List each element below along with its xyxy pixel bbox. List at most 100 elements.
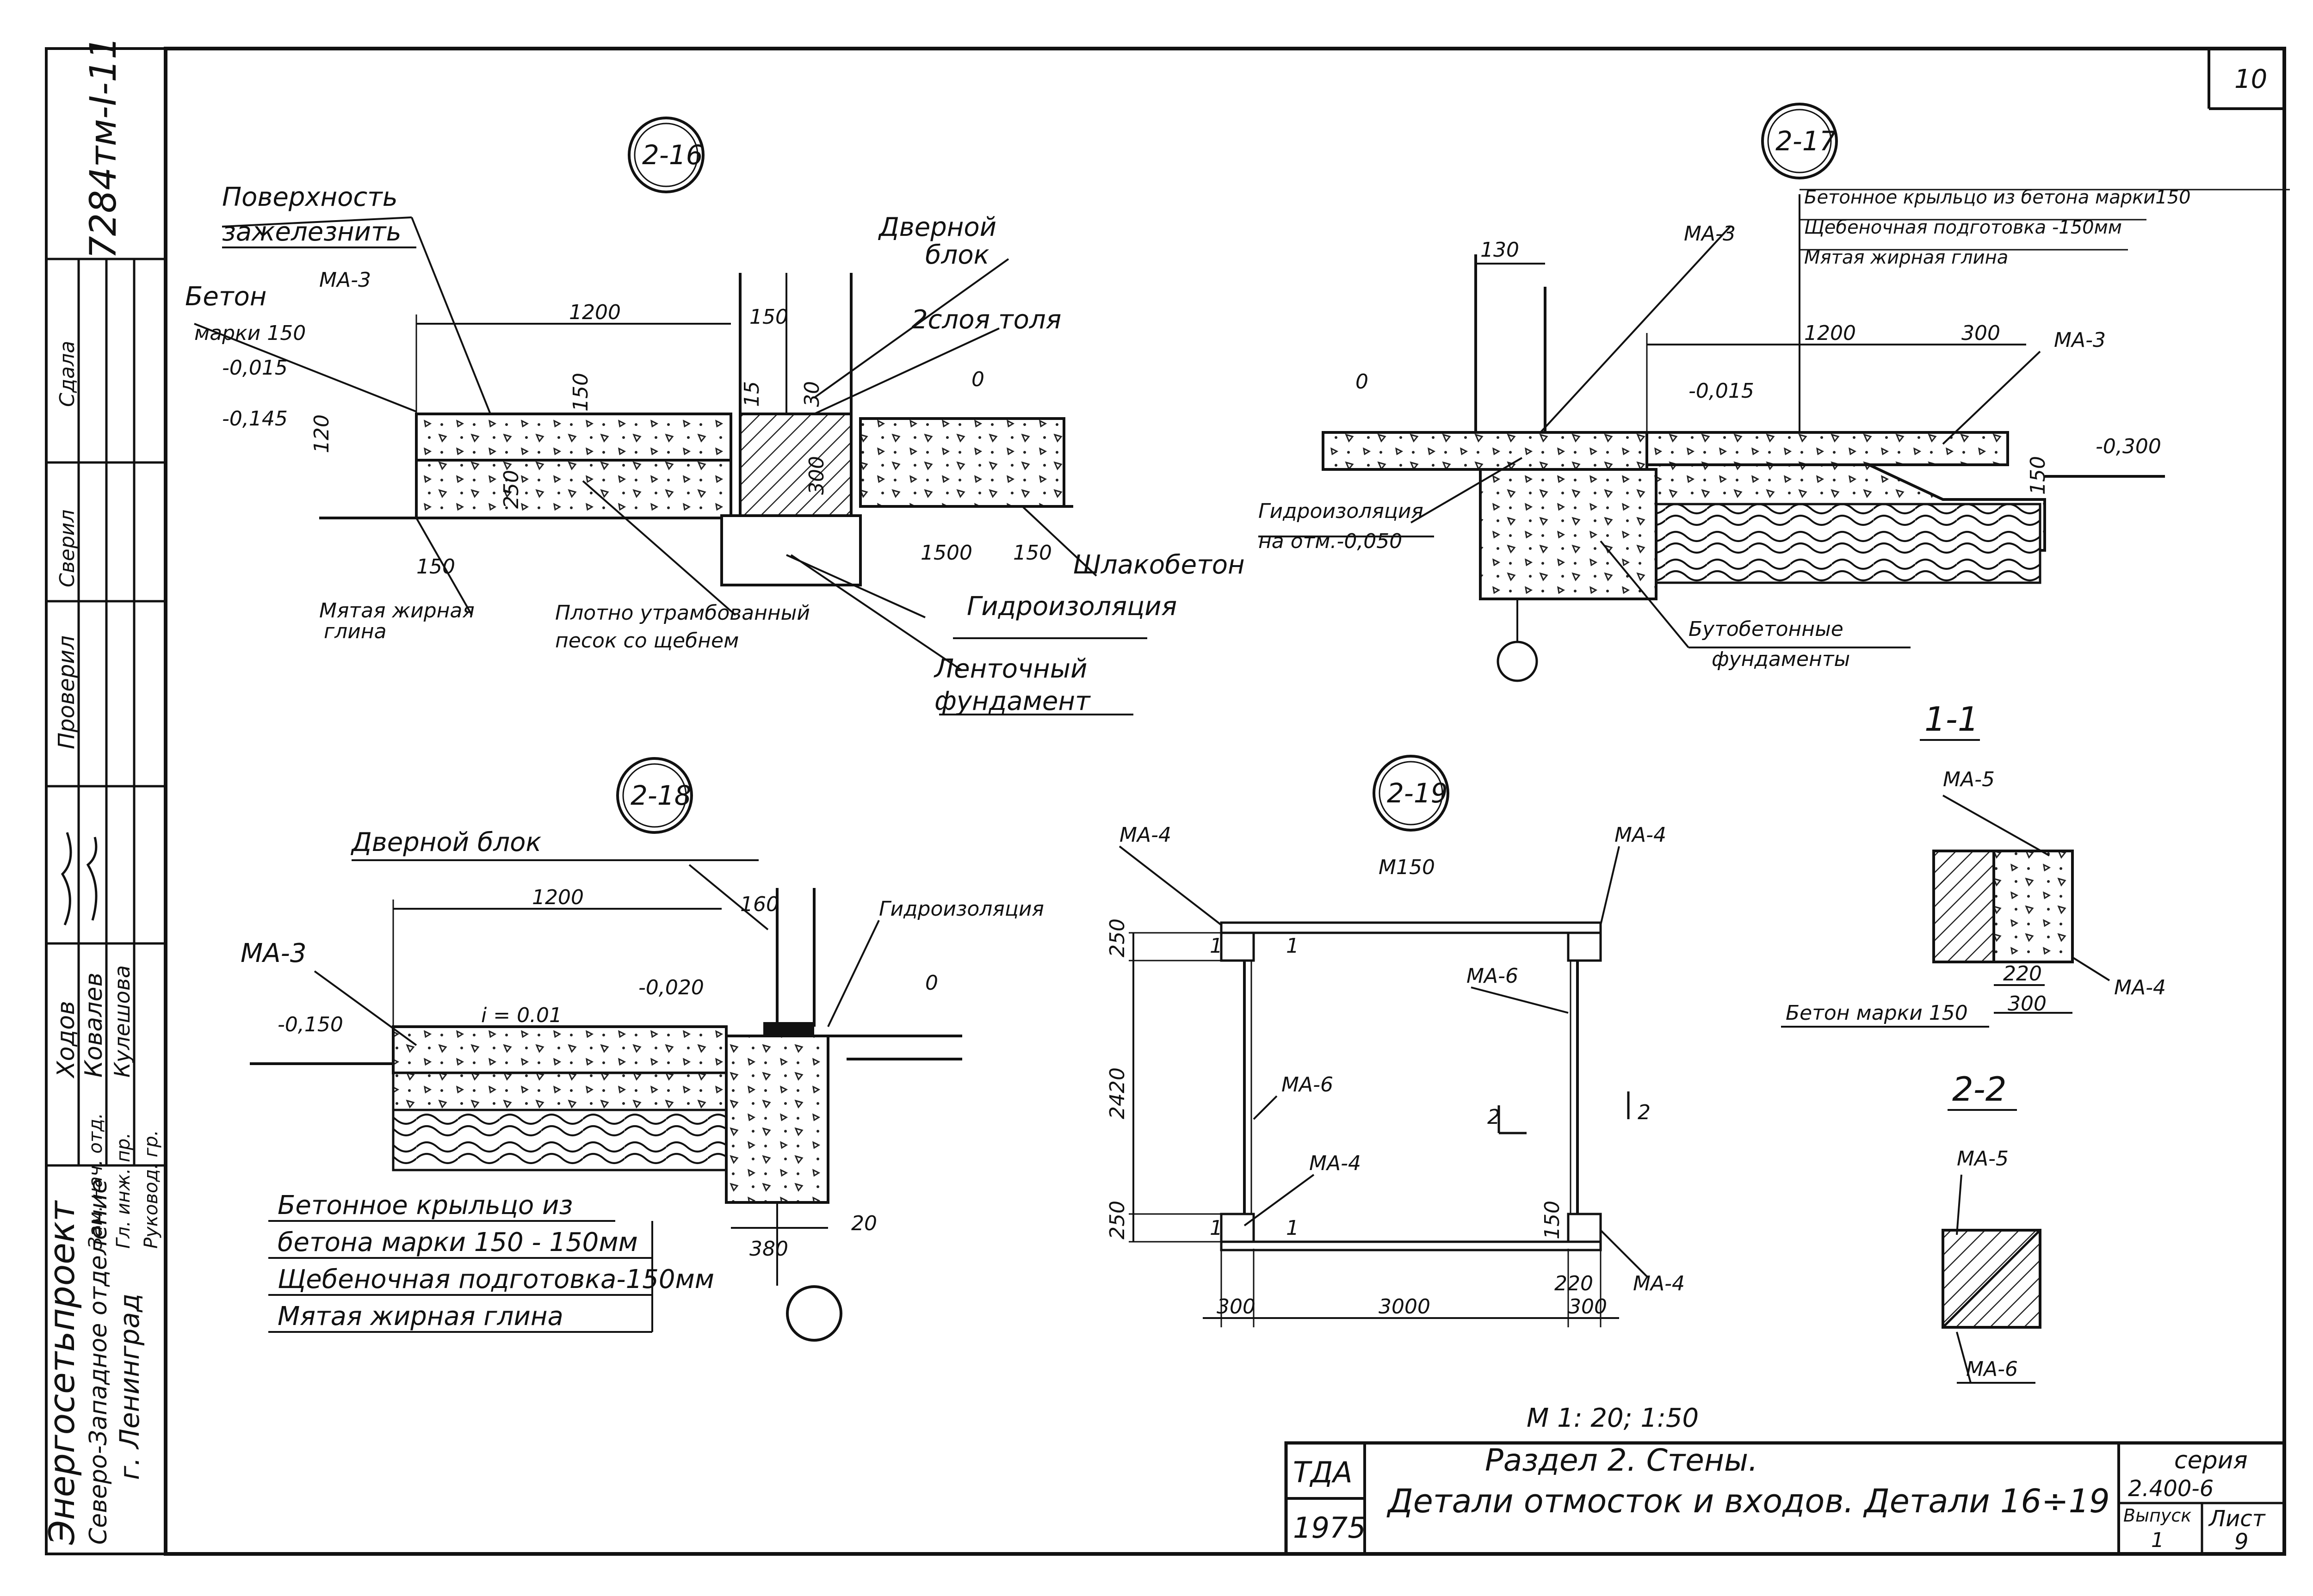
sec11-concrete-label: Бетон марки 150 [1786, 1001, 1968, 1025]
dim-300-left: 300 [1217, 1295, 1255, 1319]
legend-line-1: Бетонное крыльцо из [278, 1190, 573, 1220]
section-1-a: 1 [1210, 934, 1223, 958]
tb-line1: Раздел 2. Стены. [1485, 1442, 1758, 1478]
detail-marker-2-18 [616, 757, 693, 834]
doc-code: 7284тм-I-11 [83, 37, 124, 259]
sec11-220: 220 [2003, 962, 2042, 986]
dim-1200-d17: 1200 [1804, 321, 1856, 345]
clay-soil [1645, 503, 2041, 584]
dim-150-d19: 150 [1540, 1201, 1564, 1239]
label-ma3a-d17: МА-3 [1684, 222, 1736, 246]
sheet-number: 10 [2234, 64, 2267, 94]
label-gravel-d17: Щебеночная подготовка -150мм [1804, 217, 2122, 238]
stamp-check-label: Проверил [54, 635, 80, 749]
stamp-name-2: Ковалев [80, 973, 108, 1078]
detail-marker-2-17 [1761, 103, 1838, 179]
label-ma6-left: МА-6 [1281, 1073, 1333, 1097]
sec11-title: 1-1 [1924, 700, 1979, 739]
signature-2 [86, 837, 98, 921]
frame-top-beam [1220, 921, 1602, 934]
label-rubble-2: фундаменты [1712, 647, 1850, 671]
foundation-d18 [725, 1035, 829, 1204]
detail-2-19 [1119, 755, 1648, 1327]
frame-post-br [1567, 1213, 1602, 1243]
wall-hatch [739, 413, 853, 517]
floor-slab [1322, 431, 1648, 471]
label-ma4-tl: МА-4 [1119, 823, 1171, 847]
sec11-300: 300 [2008, 992, 2047, 1016]
porch-slab [1645, 431, 2009, 466]
sec11-hatch [1932, 850, 1995, 963]
dim-lvl2-d17: -0,300 [2096, 435, 2161, 458]
dim-120-d16: 120 [310, 414, 334, 453]
label-surface-2: зажелезнить [222, 217, 402, 247]
dim-150b-d16: 150 [416, 555, 455, 579]
dim-150c-d16: 150 [569, 373, 593, 412]
legend-line-4: Мятая жирная глина [278, 1301, 563, 1331]
sand-layer [415, 459, 732, 519]
dim-1200-d16: 1200 [569, 301, 621, 324]
label-clay-1: Мятая жирная [319, 599, 475, 622]
dim-300-right: 300 [1568, 1295, 1607, 1319]
detail-marker-2-19 [1373, 755, 1449, 832]
dim-3000: 3000 [1379, 1295, 1430, 1319]
detail-2-18-marker-text: 2-18 [631, 780, 692, 811]
dim-lvl2-d18: -0,020 [638, 976, 704, 999]
sec11-ma4: МА-4 [2114, 976, 2166, 999]
label-door-block-2: блок [925, 240, 990, 270]
label-sand-2: песок со щебнем [555, 629, 739, 653]
detail-2-17 [1258, 103, 2290, 682]
detail-2-16-marker-text: 2-16 [642, 139, 703, 171]
label-strip-1: Ленточный [934, 654, 1087, 684]
dim-380-d18: 380 [749, 1237, 788, 1261]
label-porch-d17: Бетонное крыльцо из бетона марки150 [1804, 187, 2191, 208]
dim-lvl0-d17: 0 [1355, 370, 1368, 394]
dim-300-d17: 300 [1961, 321, 2000, 345]
tb-line2: Детали отмосток и входов. Детали 16÷19 [1386, 1482, 2110, 1520]
slag-concrete [859, 417, 1065, 508]
dim-250-d16: 250 [500, 470, 523, 509]
label-ma6-right: МА-6 [1466, 964, 1518, 988]
legend-line-2: бетона марки 150 - 150мм [278, 1227, 638, 1257]
dim-250-top: 250 [1106, 918, 1129, 957]
porch-slab-d18 [392, 1025, 728, 1074]
threshold-d18 [763, 1022, 814, 1036]
stamp-role-1: Зам. нач. отд. [85, 1113, 106, 1249]
stamp-role-2: Гл. инж. пр. [113, 1133, 134, 1249]
label-tar: 2слоя толя [911, 305, 1061, 335]
section-1-c: 1 [1210, 1216, 1223, 1240]
dim-lvl1-d17: -0,015 [1688, 379, 1754, 403]
gravel-layer-d18 [392, 1072, 728, 1111]
label-slag: Шлакобетон [1073, 550, 1245, 580]
section-2-b: 2 [1638, 1101, 1651, 1124]
section-2-2 [1942, 1109, 2041, 1384]
signature-1 [61, 832, 72, 925]
rubble-foundation [1479, 468, 1657, 600]
detail-2-17-marker-text: 2-17 [1775, 125, 1837, 157]
stamp-name-1: Ходов [52, 1001, 80, 1079]
stamp-role-3: Руковод. гр. [141, 1130, 162, 1249]
stamp-org-name: Энергосетьпроект [41, 1200, 82, 1545]
stamp-piece-1: Сверил [56, 510, 79, 587]
dim-130-d17: 130 [1480, 238, 1519, 262]
dim-250-bottom: 250 [1106, 1201, 1129, 1239]
title-block [1284, 1441, 2286, 1556]
label-hydro-d18: Гидроизоляция [879, 897, 1044, 921]
strip-foundation [720, 514, 862, 586]
stamp-piece-2: Сдала [56, 341, 79, 407]
dim-lvl0-d16: 0 [971, 368, 984, 391]
dim-lvl1-d18: -0,150 [278, 1013, 343, 1036]
dim-300-d16: 300 [805, 456, 829, 495]
label-ma4-bl: МА-4 [1309, 1152, 1361, 1175]
section-1-1 [1781, 739, 2110, 1028]
tb-issue-label: Выпуск [2123, 1505, 2191, 1526]
tb-series-value: 2.400-6 [2128, 1476, 2214, 1502]
dim-2420: 2420 [1106, 1067, 1129, 1119]
clay-layer-d18 [392, 1109, 728, 1171]
sec11-concrete [1992, 850, 2074, 963]
label-clay-d17: Мятая жирная глина [1804, 247, 2008, 268]
tb-sheet-value: 9 [2234, 1529, 2249, 1555]
tb-year: 1975 [1293, 1511, 1366, 1545]
detail-2-19-marker-text: 2-19 [1387, 777, 1448, 809]
